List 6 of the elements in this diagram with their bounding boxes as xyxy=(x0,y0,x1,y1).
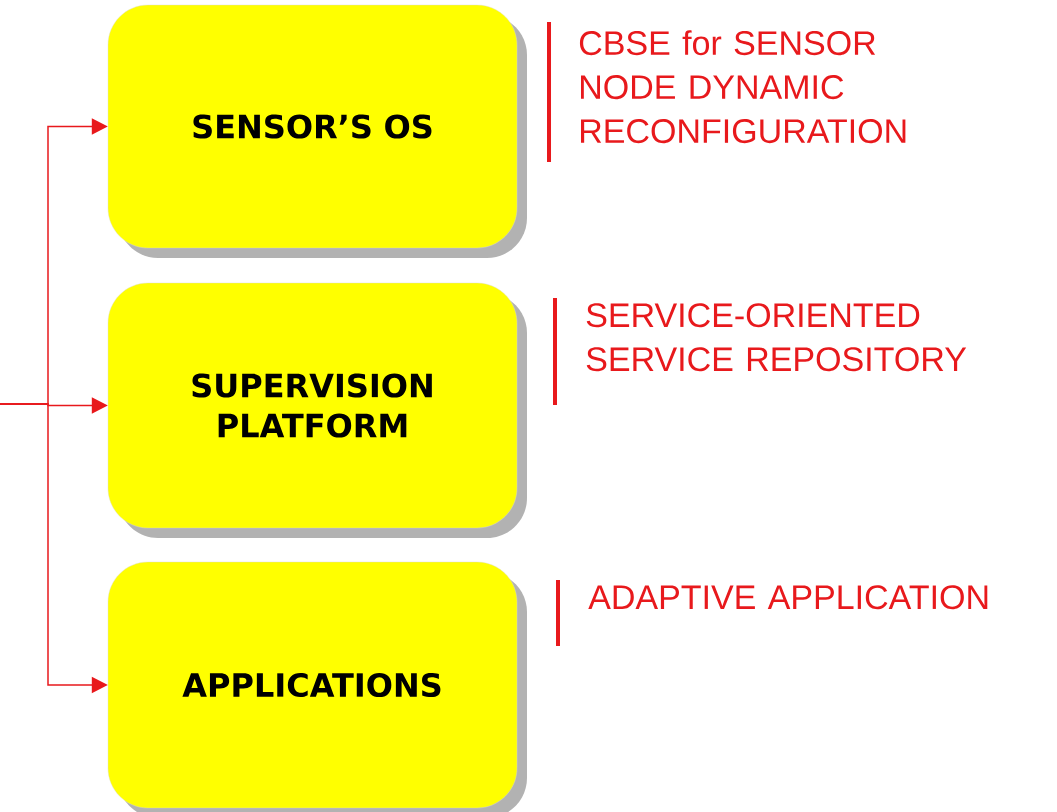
annotation-text: CBSE for SENSOR NODE DYNAMIC RECONFIGURATION xyxy=(579,30,906,144)
layer-box: SENSOR’S OS xyxy=(107,4,527,258)
annotation-text: ADAPTIVE APPLICATION xyxy=(588,585,988,610)
layer-box: SUPERVISION PLATFORM xyxy=(107,282,527,538)
annotation-text: SERVICE-ORIENTED SERVICE REPOSITORY xyxy=(586,303,967,372)
layer-box: APPLICATIONS xyxy=(107,561,527,812)
